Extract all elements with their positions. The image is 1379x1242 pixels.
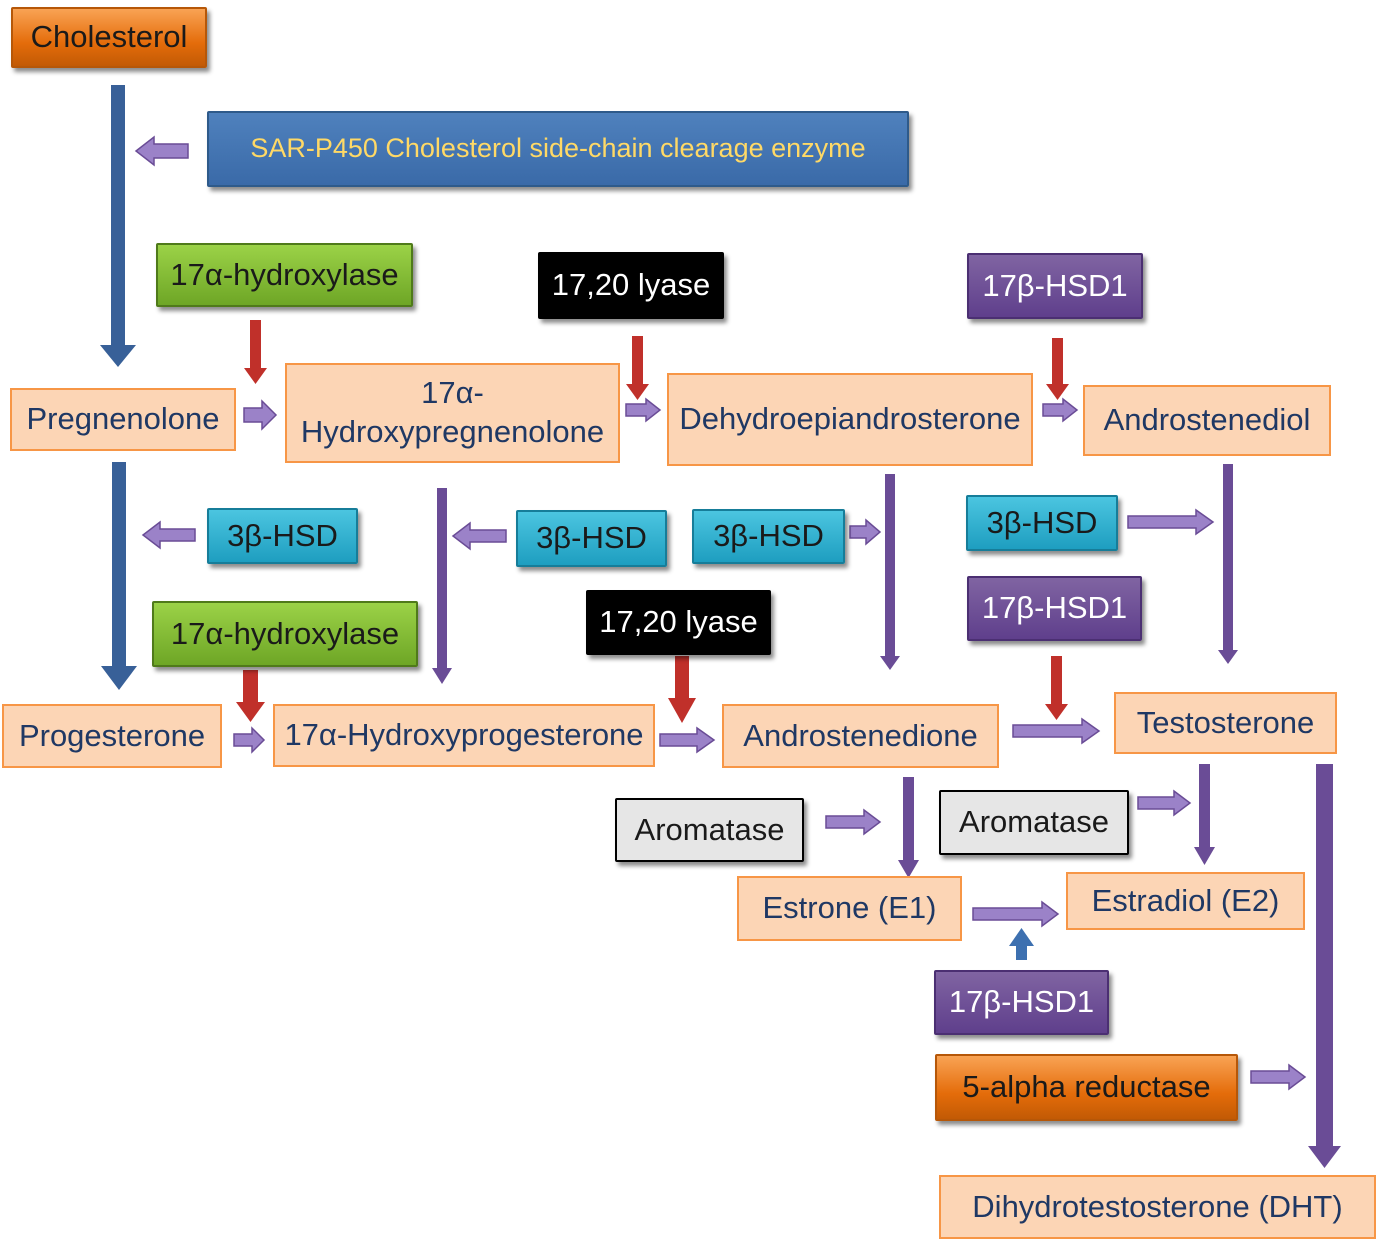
hydroxylase-2-arrow	[236, 670, 265, 722]
hsd3-3-enzyme: 3β-HSD	[692, 509, 845, 564]
lyase-2-arrow	[668, 656, 696, 723]
progesterone-box: Progesterone	[2, 704, 222, 768]
hsd1-3-enzyme: 17β-HSD1	[934, 970, 1109, 1035]
aromatase-1-enzyme: Aromatase	[615, 798, 804, 862]
hsd1-1-enzyme: 17β-HSD1	[967, 253, 1143, 319]
hsd3-1-arrow	[141, 520, 196, 550]
lyase-2-enzyme: 17,20 lyase	[586, 590, 771, 655]
hydroxypregnenolone-to-dhea-arrow	[625, 397, 662, 423]
hydroxyprogesterone-box: 17α-Hydroxyprogesterone	[273, 704, 655, 767]
dhea-box: Dehydroepiandrosterone	[667, 373, 1033, 466]
sar-p450-enzyme: SAR-P450 Cholesterol side-chain clearage…	[207, 111, 909, 187]
hsd1-2-enzyme: 17β-HSD1	[967, 576, 1142, 641]
hydroxypregnenolone-box: 17α- Hydroxypregnenolone	[285, 363, 620, 463]
dhea-to-androstenedione-arrow	[880, 474, 900, 670]
hsd3-4-arrow	[1127, 508, 1215, 536]
aromatase-2-arrow	[1137, 789, 1192, 817]
hsd3-2-enzyme: 3β-HSD	[516, 510, 667, 567]
androstenediol-to-testosterone-arrow	[1218, 464, 1238, 664]
dhea-to-androstenediol-arrow	[1042, 397, 1079, 423]
testosterone-box: Testosterone	[1114, 692, 1337, 754]
androstenedione-to-testosterone-arrow	[1012, 717, 1101, 745]
cholesterol-box: Cholesterol	[11, 7, 207, 68]
hsd3-2-arrow	[451, 521, 507, 551]
cholesterol-to-pregnenolone-arrow	[100, 85, 136, 367]
progesterone-to-hydroxyprogesterone-arrow	[233, 726, 266, 754]
reductase-enzyme: 5-alpha reductase	[935, 1054, 1238, 1121]
hydroxylase-2-enzyme: 17α-hydroxylase	[152, 601, 418, 667]
hydroxypregnenolone-to-hydroxyprogesterone-arrow	[432, 488, 452, 684]
aromatase-1-arrow	[825, 808, 882, 836]
testosterone-to-dht-arrow	[1308, 764, 1341, 1168]
sar-p450-arrow	[134, 135, 189, 167]
lyase-1-arrow	[626, 336, 649, 400]
androstenedione-to-estrone-arrow	[898, 777, 919, 878]
pregnenolone-to-hydroxypregnenolone-arrow	[243, 399, 278, 431]
reductase-arrow	[1250, 1063, 1307, 1091]
hydroxyprogesterone-to-androstenedione-arrow	[659, 726, 716, 754]
pregnenolone-to-progesterone-arrow	[101, 462, 137, 690]
estrone-to-estradiol-arrow	[972, 900, 1060, 928]
testosterone-to-estradiol-arrow	[1194, 764, 1215, 865]
hsd1-2-arrow	[1045, 656, 1068, 720]
hsd3-1-enzyme: 3β-HSD	[207, 508, 358, 564]
hsd3-3-arrow	[849, 518, 882, 546]
androstenedione-box: Androstenedione	[722, 704, 999, 768]
hydroxylase-1-enzyme: 17α-hydroxylase	[156, 243, 413, 307]
estrone-box: Estrone (E1)	[737, 876, 962, 941]
estradiol-box: Estradiol (E2)	[1066, 872, 1305, 930]
lyase-1-enzyme: 17,20 lyase	[538, 252, 724, 319]
hydroxylase-1-arrow	[244, 320, 267, 384]
pregnenolone-box: Pregnenolone	[10, 388, 236, 451]
aromatase-2-enzyme: Aromatase	[939, 790, 1129, 855]
androstenediol-box: Androstenediol	[1083, 385, 1331, 456]
hsd1-1-arrow	[1046, 338, 1069, 400]
hsd1-to-estradiol-arrow	[1009, 928, 1034, 960]
hsd3-4-enzyme: 3β-HSD	[966, 495, 1118, 551]
dht-box: Dihydrotestosterone (DHT)	[939, 1175, 1376, 1239]
